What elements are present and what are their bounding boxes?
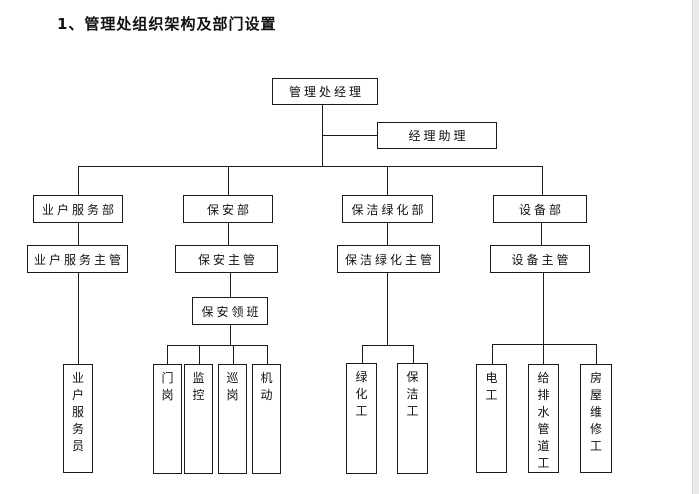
org-node-staff-owner-service-clerk: 业户服务员: [63, 364, 93, 473]
org-node-staff-patrol-post: 巡岗: [218, 364, 247, 474]
connector-line: [78, 273, 79, 364]
connector-line: [78, 166, 543, 167]
org-node-staff-monitoring: 监控: [184, 364, 213, 474]
staff-label: 给排水管道工: [537, 371, 550, 470]
page-title: 1、管理处组织架构及部门设置: [57, 15, 277, 33]
org-node-staff-gate-post: 门岗: [153, 364, 182, 474]
staff-label: 电工: [485, 371, 498, 402]
connector-line: [167, 345, 168, 364]
dept-label: 业户服务部: [41, 202, 117, 217]
org-node-staff-plumbing-worker: 给排水管道工: [528, 364, 559, 473]
org-node-dept-cleaning-greening: 保洁绿化部: [342, 195, 433, 223]
connector-line: [78, 223, 79, 245]
org-node-staff-cleaning-worker: 保洁工: [397, 363, 428, 474]
connector-line: [228, 166, 229, 195]
connector-line: [362, 345, 414, 346]
connector-line: [228, 223, 229, 245]
supervisor-label: 业户服务主管: [33, 252, 124, 267]
connector-line: [322, 135, 377, 136]
org-node-staff-mobile: 机动: [252, 364, 281, 474]
connector-line: [233, 345, 234, 364]
connector-line: [543, 273, 544, 364]
staff-label: 门岗: [161, 371, 174, 402]
staff-label: 巡岗: [226, 371, 239, 402]
connector-line: [542, 166, 543, 195]
staff-label: 业户服务员: [71, 371, 84, 453]
org-node-supervisor-equipment: 设备主管: [490, 245, 590, 273]
org-node-staff-housing-maintenance-worker: 房屋维修工: [580, 364, 612, 473]
org-node-manager-label: 管理处经理: [288, 85, 364, 99]
dept-label: 保洁绿化部: [351, 202, 427, 217]
connector-line: [230, 273, 231, 297]
dept-label: 设备部: [518, 202, 564, 217]
connector-line: [492, 344, 493, 364]
connector-line: [322, 105, 323, 167]
staff-label: 监控: [192, 371, 205, 402]
connector-line: [387, 166, 388, 195]
page-edge-strip: [692, 0, 699, 494]
connector-line: [596, 344, 597, 364]
connector-line: [413, 345, 414, 363]
org-node-supervisor-cleaning-greening: 保洁绿化主管: [337, 245, 440, 273]
staff-label: 保洁工: [406, 370, 419, 418]
org-node-assistant: 经理助理: [377, 122, 497, 149]
org-node-supervisor-security: 保安主管: [175, 245, 278, 273]
connector-line: [362, 345, 363, 363]
org-node-dept-owner-service: 业户服务部: [33, 195, 123, 223]
supervisor-label: 保洁绿化主管: [344, 252, 435, 267]
foreman-label: 保安领班: [201, 304, 262, 319]
org-node-staff-greening-worker: 绿化工: [346, 363, 377, 474]
org-node-foreman-security: 保安领班: [192, 297, 268, 325]
org-node-dept-security: 保安部: [183, 195, 273, 223]
connector-line: [387, 273, 388, 345]
connector-line: [167, 345, 268, 346]
connector-line: [267, 345, 268, 364]
connector-line: [78, 166, 79, 195]
supervisor-label: 保安主管: [197, 252, 258, 267]
org-node-staff-electrician: 电工: [476, 364, 507, 473]
connector-line: [230, 325, 231, 345]
staff-label: 绿化工: [355, 370, 368, 418]
staff-label: 房屋维修工: [589, 371, 602, 453]
dept-label: 保安部: [206, 202, 252, 217]
org-node-assistant-label: 经理助理: [408, 129, 469, 143]
connector-line: [541, 223, 542, 245]
connector-line: [199, 345, 200, 364]
staff-label: 机动: [260, 371, 273, 402]
supervisor-label: 设备主管: [511, 252, 572, 267]
org-node-manager: 管理处经理: [272, 78, 378, 105]
connector-line: [387, 223, 388, 245]
connector-line: [492, 344, 597, 345]
org-node-supervisor-owner-service: 业户服务主管: [27, 245, 128, 273]
org-node-dept-equipment: 设备部: [493, 195, 587, 223]
